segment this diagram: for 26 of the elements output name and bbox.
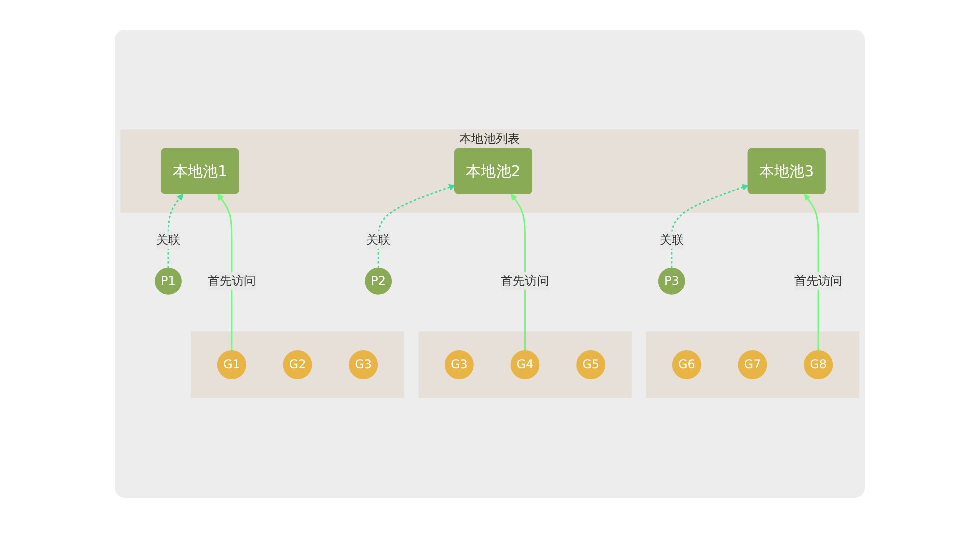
arrow xyxy=(804,194,820,351)
node-circle: G3 xyxy=(349,350,378,380)
arrow xyxy=(510,194,526,351)
edge-label: 首先访问 xyxy=(794,274,843,288)
node-circle: P2 xyxy=(365,268,392,295)
node-circle: G5 xyxy=(576,350,606,380)
node-circle: G7 xyxy=(738,350,768,380)
node-circle: G4 xyxy=(510,350,540,380)
edge-label: 关联 xyxy=(660,233,684,248)
edge-label: 首先访问 xyxy=(501,274,550,288)
node-circle: G6 xyxy=(672,350,702,380)
cluster xyxy=(418,332,632,398)
arrow xyxy=(671,184,749,268)
edge-label: 关联 xyxy=(366,233,391,248)
arrow xyxy=(218,194,233,351)
arrow xyxy=(378,184,456,268)
node-circle: P3 xyxy=(658,268,686,295)
edge-label: 关联 xyxy=(156,233,181,248)
edge-label: 首先访问 xyxy=(208,274,256,288)
cluster xyxy=(646,332,860,398)
node-circle: G2 xyxy=(283,350,312,380)
node-circle: G8 xyxy=(804,350,834,380)
node-circle: P1 xyxy=(155,268,182,295)
cluster xyxy=(191,332,404,398)
node-circle: G1 xyxy=(217,350,246,380)
node-circle: G3 xyxy=(444,350,474,380)
